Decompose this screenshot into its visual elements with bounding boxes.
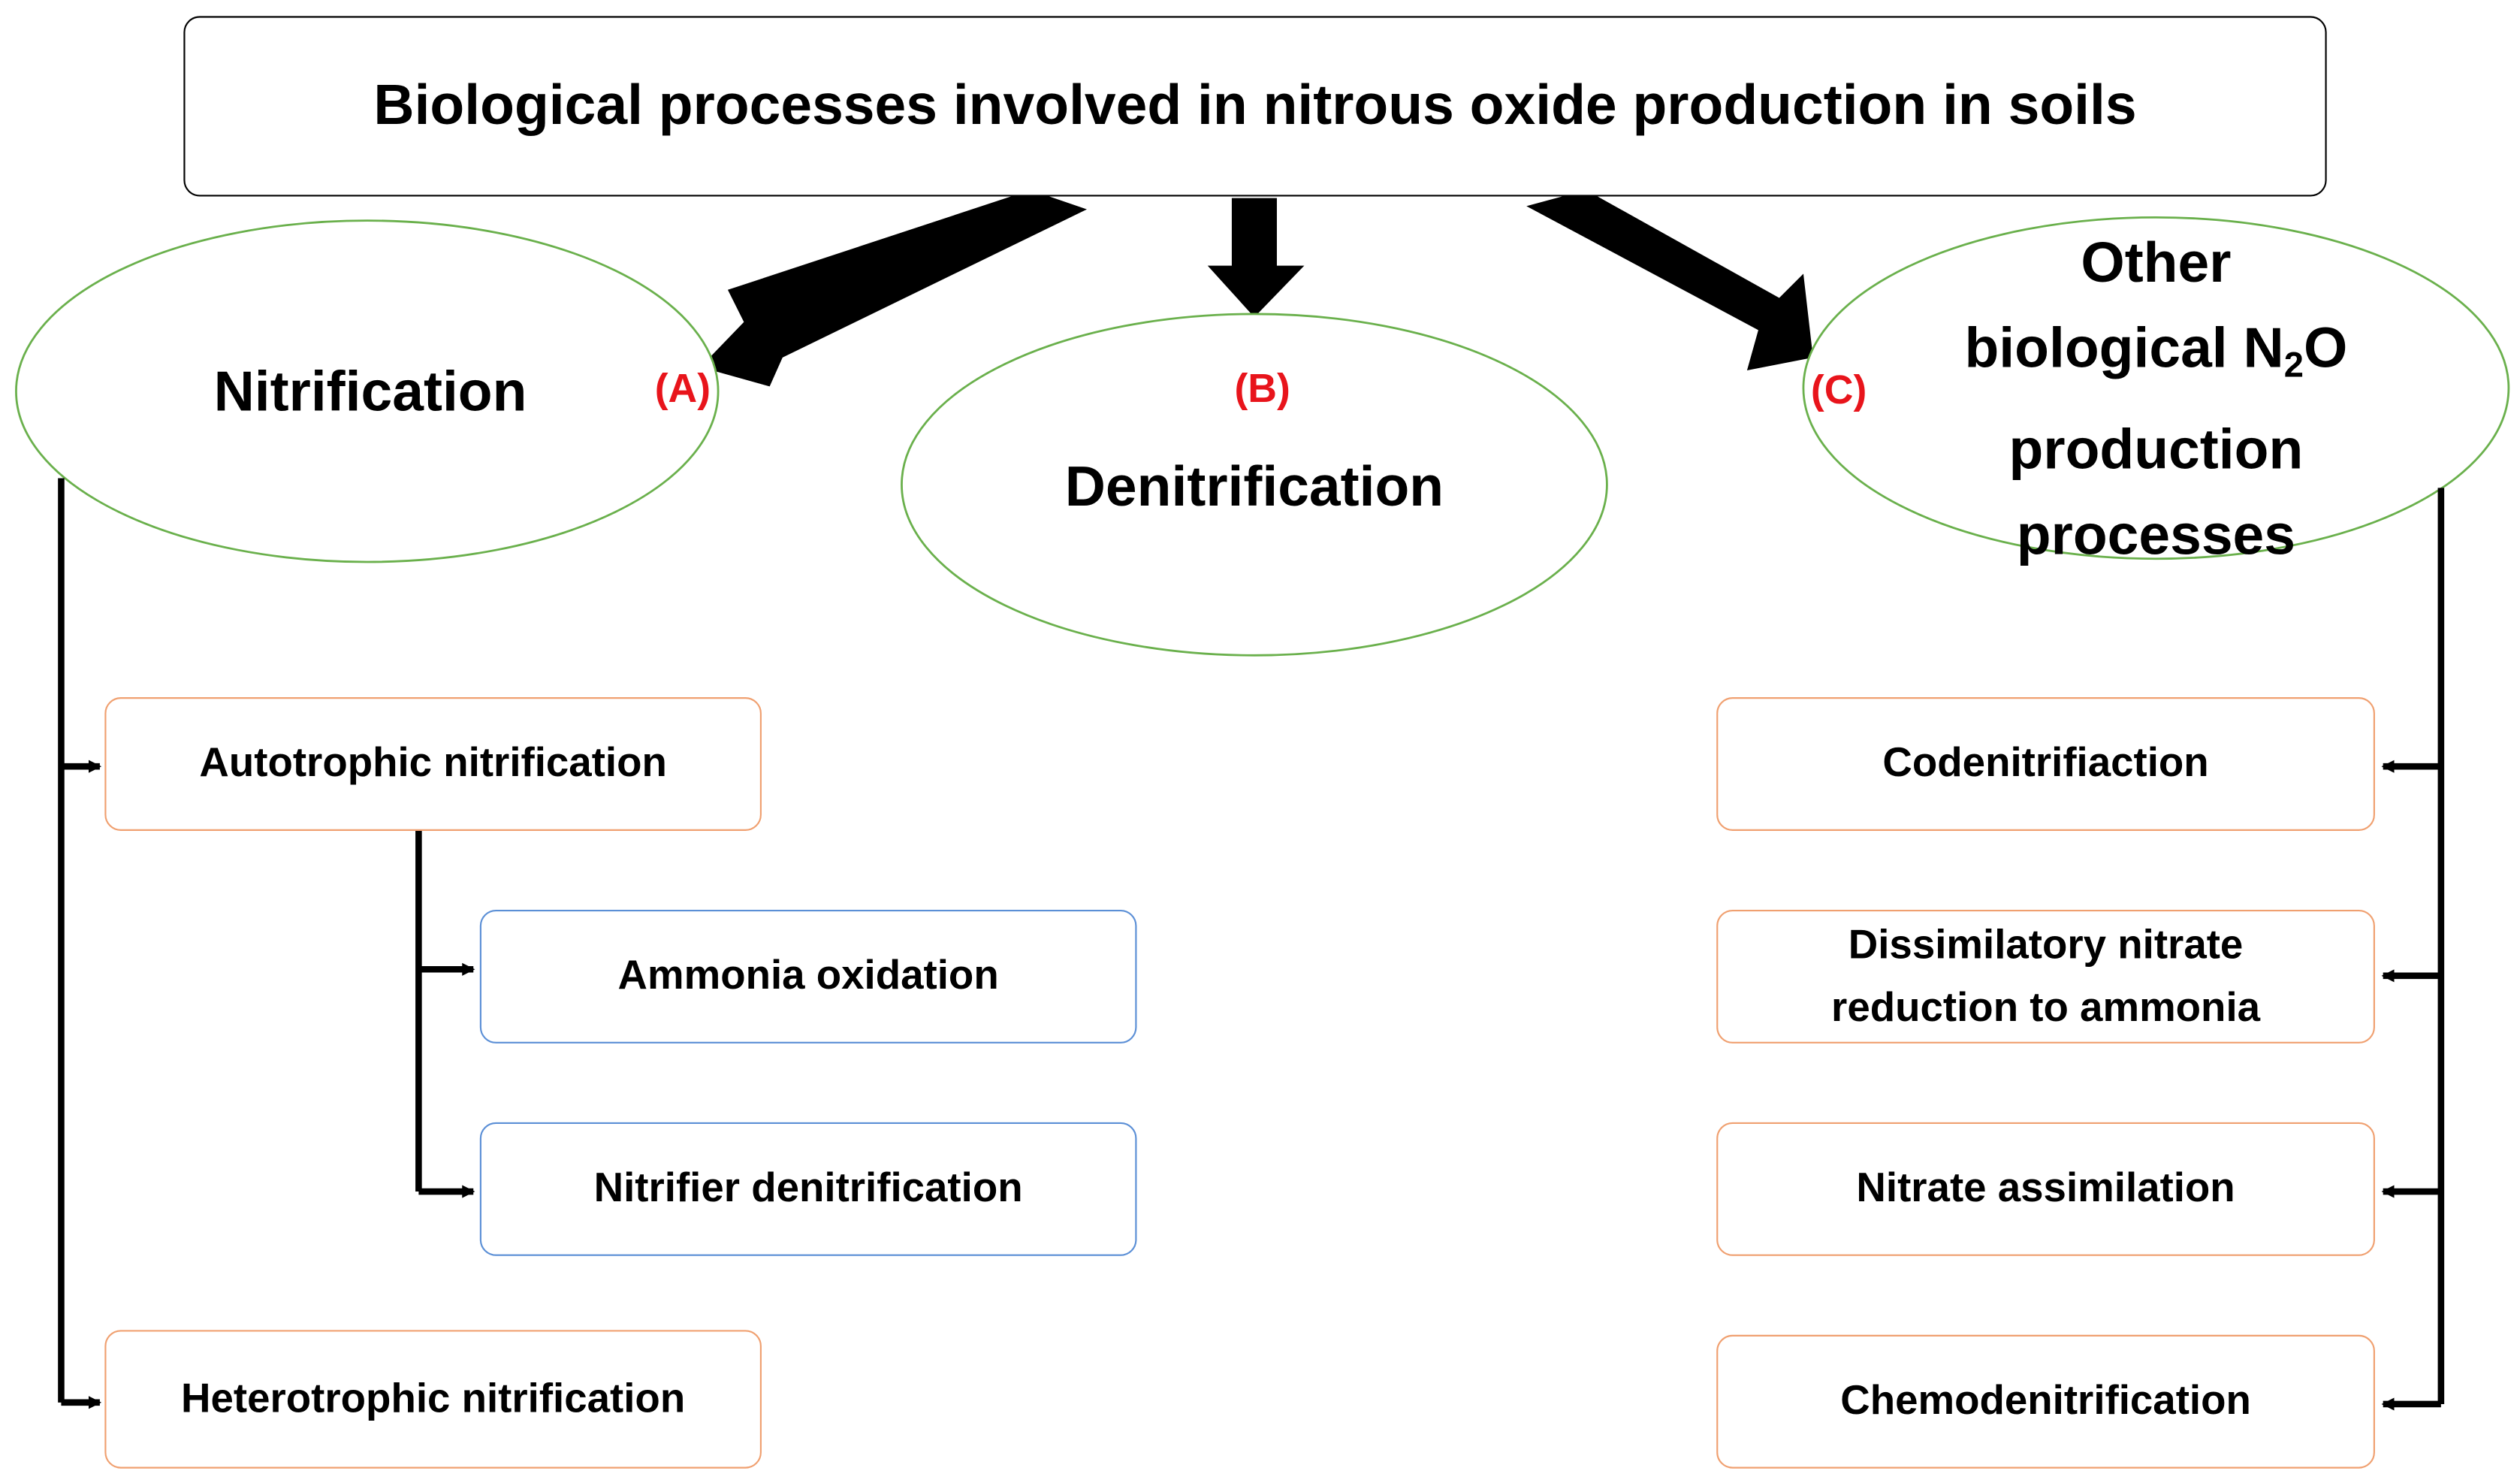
arrow-to-other <box>1526 189 1813 370</box>
dnra-line2: reduction to ammonia <box>1831 984 2261 1030</box>
arrow-to-denitrification <box>1207 198 1305 318</box>
heterotrophic-nitrification-box: Heterotrophic nitrification <box>104 1330 762 1469</box>
other-connectors <box>2381 488 2445 1411</box>
autotrophic-nitrification-box: Autotrophic nitrification <box>104 697 762 831</box>
other-tag: (C) <box>1810 367 1867 413</box>
diagram-title: Biological processes involved in nitrous… <box>183 16 2327 197</box>
nitrification-tag: (A) <box>654 366 711 412</box>
chemodenitrification-box: Chemodenitrification <box>1716 1334 2375 1469</box>
denitrification-label: Denitrification <box>1064 455 1444 519</box>
nitrification-label: Nitrification <box>213 361 527 424</box>
codenitrification-box: Codenitrifiaction <box>1716 697 2375 831</box>
denitrification-ellipse <box>901 313 1608 657</box>
other-label-line2-prefix: biological N <box>1964 317 2284 380</box>
other-processes-ellipse <box>1802 216 2510 560</box>
denitrification-tag: (B) <box>1234 366 1290 412</box>
other-label-line3: production <box>2008 418 2304 482</box>
other-label-line2-suffix: O <box>2303 317 2348 380</box>
nitrification-ellipse <box>15 219 720 563</box>
nitrification-connectors <box>58 478 475 1409</box>
dnra-line1: Dissimilatory nitrate <box>1848 922 2244 968</box>
dnra-box: Dissimilatory nitrate reduction to ammon… <box>1716 909 2375 1044</box>
other-processes-label: Other biological N2O production processe… <box>1964 221 2347 578</box>
other-label-line1: Other <box>2081 231 2232 295</box>
nitrifier-denitrification-box: Nitrifier denitrification <box>479 1122 1137 1256</box>
ammonia-oxidation-box: Ammonia oxidation <box>479 909 1137 1044</box>
arrow-to-nitrification <box>700 189 1087 387</box>
nitrate-assimilation-box: Nitrate assimilation <box>1716 1122 2375 1256</box>
other-label-line2: biological N2O <box>1964 306 2347 407</box>
other-label-line4: processes <box>2016 503 2296 567</box>
other-label-subscript: 2 <box>2283 344 2304 385</box>
